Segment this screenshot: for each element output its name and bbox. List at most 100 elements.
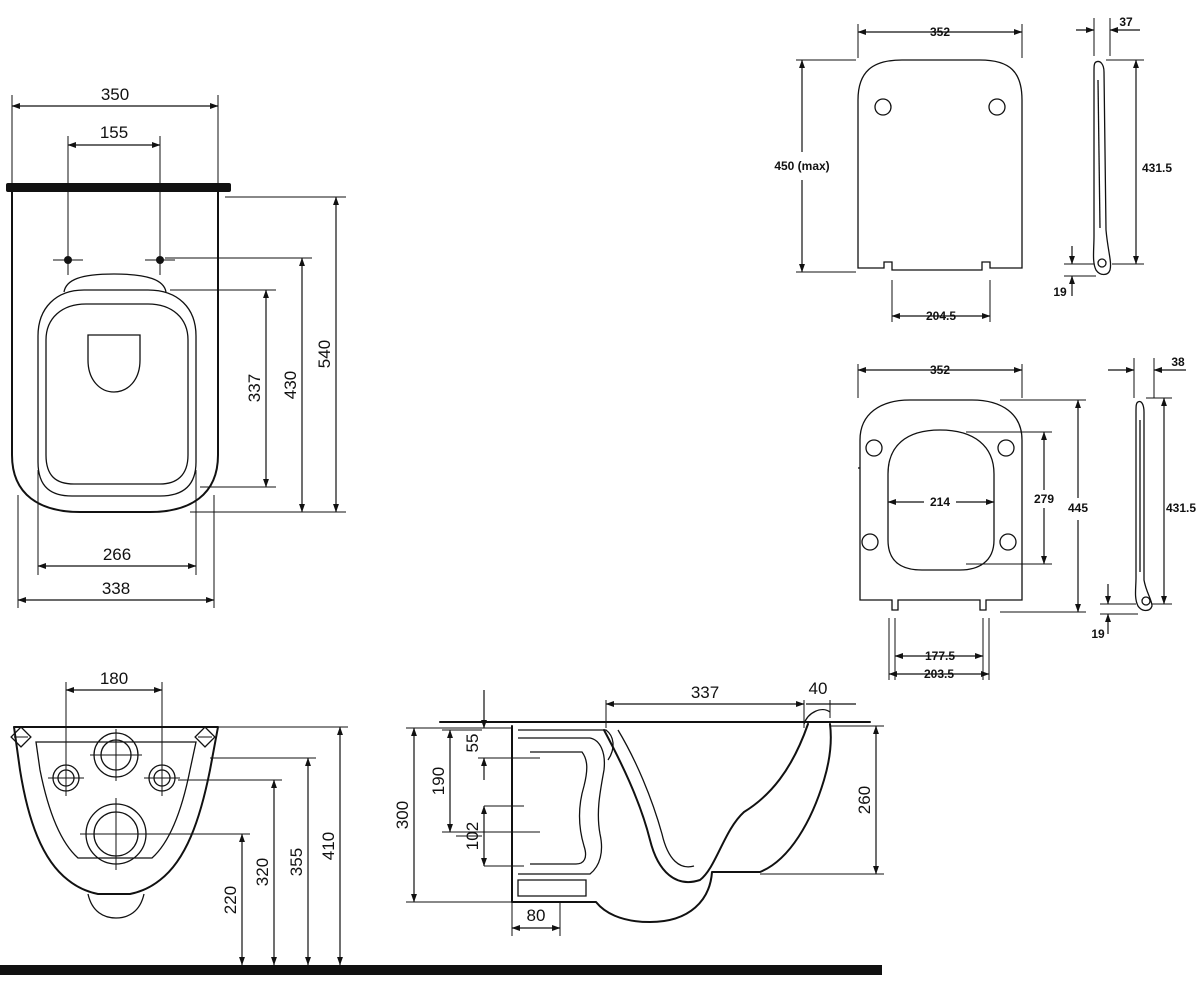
fixing-hole-right (144, 760, 180, 796)
seat-cover-outline (857, 59, 1023, 271)
flush-cover-top (87, 334, 141, 393)
dimension-445: 445 (1000, 399, 1088, 613)
dim-label: 80 (527, 906, 546, 925)
dim-label: 279 (1034, 492, 1054, 506)
ring-bumper-3 (861, 533, 879, 551)
seat-inner-top (45, 303, 189, 485)
top-view: 350 155 540 430 337 (6, 85, 346, 608)
seat-ring-outline (859, 399, 1023, 611)
dim-label: 55 (463, 734, 482, 753)
dim-label: 355 (287, 848, 306, 876)
dim-label: 204.5 (926, 309, 956, 323)
dim-label: 190 (429, 767, 448, 795)
dimension-410: 410 (218, 726, 348, 966)
dimension-337-top: 337 (170, 289, 276, 488)
bowl-inner-2 (617, 729, 695, 868)
side-section: 337 40 300 55 190 (393, 679, 884, 936)
dimension-352-ring: 352 (857, 363, 1023, 398)
dim-label: 19 (1053, 285, 1067, 299)
dim-label: 337 (245, 374, 264, 402)
dimension-80: 80 (511, 902, 561, 936)
bowl-foot-front (87, 893, 145, 919)
dimension-300: 300 (393, 727, 512, 903)
dim-label: 320 (253, 858, 272, 886)
trapway (518, 737, 606, 875)
dim-label: 410 (319, 832, 338, 860)
dim-label: 338 (102, 579, 130, 598)
dimension-37: 37 (1076, 15, 1140, 56)
floor-line (0, 965, 882, 975)
dim-label: 337 (691, 683, 719, 702)
dim-label: 102 (463, 822, 482, 850)
dimension-180: 180 (65, 669, 163, 765)
dimension-431-5-ring: 431.5 (1146, 397, 1196, 605)
waste-outlet (80, 798, 152, 870)
corner-fixing-left (10, 726, 32, 748)
dimension-177-5: 177.5 (894, 618, 984, 680)
dim-label: 300 (393, 801, 412, 829)
dimension-220: 220 (150, 833, 250, 966)
dim-label: 40 (809, 679, 828, 698)
dimension-320: 320 (178, 779, 282, 966)
dimension-279: 279 (966, 431, 1054, 565)
dimension-19-ring: 19 (1091, 584, 1138, 641)
dimension-204-5: 204.5 (891, 280, 991, 323)
dim-label: 431.5 (1166, 501, 1196, 515)
bowl-outline-top (11, 191, 219, 513)
seat-cover-side-profile (1092, 60, 1112, 276)
dimension-338: 338 (17, 495, 215, 608)
dimension-214: 214 (887, 495, 995, 509)
dim-label: 445 (1068, 501, 1088, 515)
fixing-hole-left (48, 760, 84, 796)
dimension-102: 102 (456, 805, 524, 867)
dimension-203-5: 203.5 (888, 618, 990, 681)
ring-bumper-4 (999, 533, 1017, 551)
dimension-355: 355 (210, 757, 316, 966)
dimension-540: 540 (190, 196, 346, 513)
dim-label: 155 (100, 123, 128, 142)
dim-label: 431.5 (1142, 161, 1172, 175)
front-view: 180 410 355 320 220 (0, 669, 882, 975)
ring-bumper-1 (865, 439, 883, 457)
dimension-38: 38 (1108, 355, 1186, 398)
dim-label: 352 (930, 25, 950, 39)
dimension-19-cover: 19 (1053, 246, 1096, 299)
dimension-430: 430 (165, 257, 312, 513)
dim-label: 38 (1171, 355, 1185, 369)
dim-label: 19 (1091, 627, 1105, 641)
seat-ring-view: 352 445 279 214 177.5 (857, 355, 1196, 681)
dimension-190: 190 (429, 729, 540, 833)
dimension-260: 260 (760, 725, 884, 875)
hinge-block-top (63, 273, 167, 293)
seat-ring-side-profile (1134, 400, 1153, 612)
bumper-right (988, 98, 1006, 116)
dim-label: 203.5 (924, 667, 954, 681)
dim-label: 37 (1119, 15, 1133, 29)
bowl-inner-front (35, 741, 197, 859)
dimension-431-5-cover: 431.5 (1106, 59, 1172, 265)
dim-label: 180 (100, 669, 128, 688)
dim-label: 266 (103, 545, 131, 564)
bowl-outline-front (13, 726, 219, 895)
rim-lip (803, 709, 831, 725)
dimension-337-side: 337 (605, 683, 805, 728)
dim-label: 214 (930, 495, 950, 509)
dim-label: 260 (855, 786, 874, 814)
dim-label: 430 (281, 371, 300, 399)
corner-fixing-right (194, 726, 216, 748)
dim-label: 450 (max) (774, 159, 829, 173)
dimension-352-cover: 352 (857, 24, 1023, 58)
seat-ring-opening (887, 429, 995, 571)
dimension-266: 266 (37, 470, 197, 575)
dimension-350: 350 (11, 85, 219, 190)
hinge-pin-cover (1097, 258, 1107, 268)
bowl-inner-profile (603, 723, 809, 883)
dimension-55: 55 (463, 690, 540, 780)
dim-label: 540 (315, 340, 334, 368)
outlet-socket (517, 879, 587, 897)
water-inlet (90, 729, 142, 781)
dim-label: 220 (221, 886, 240, 914)
dimension-40: 40 (806, 679, 856, 718)
wall-plate (6, 183, 231, 192)
